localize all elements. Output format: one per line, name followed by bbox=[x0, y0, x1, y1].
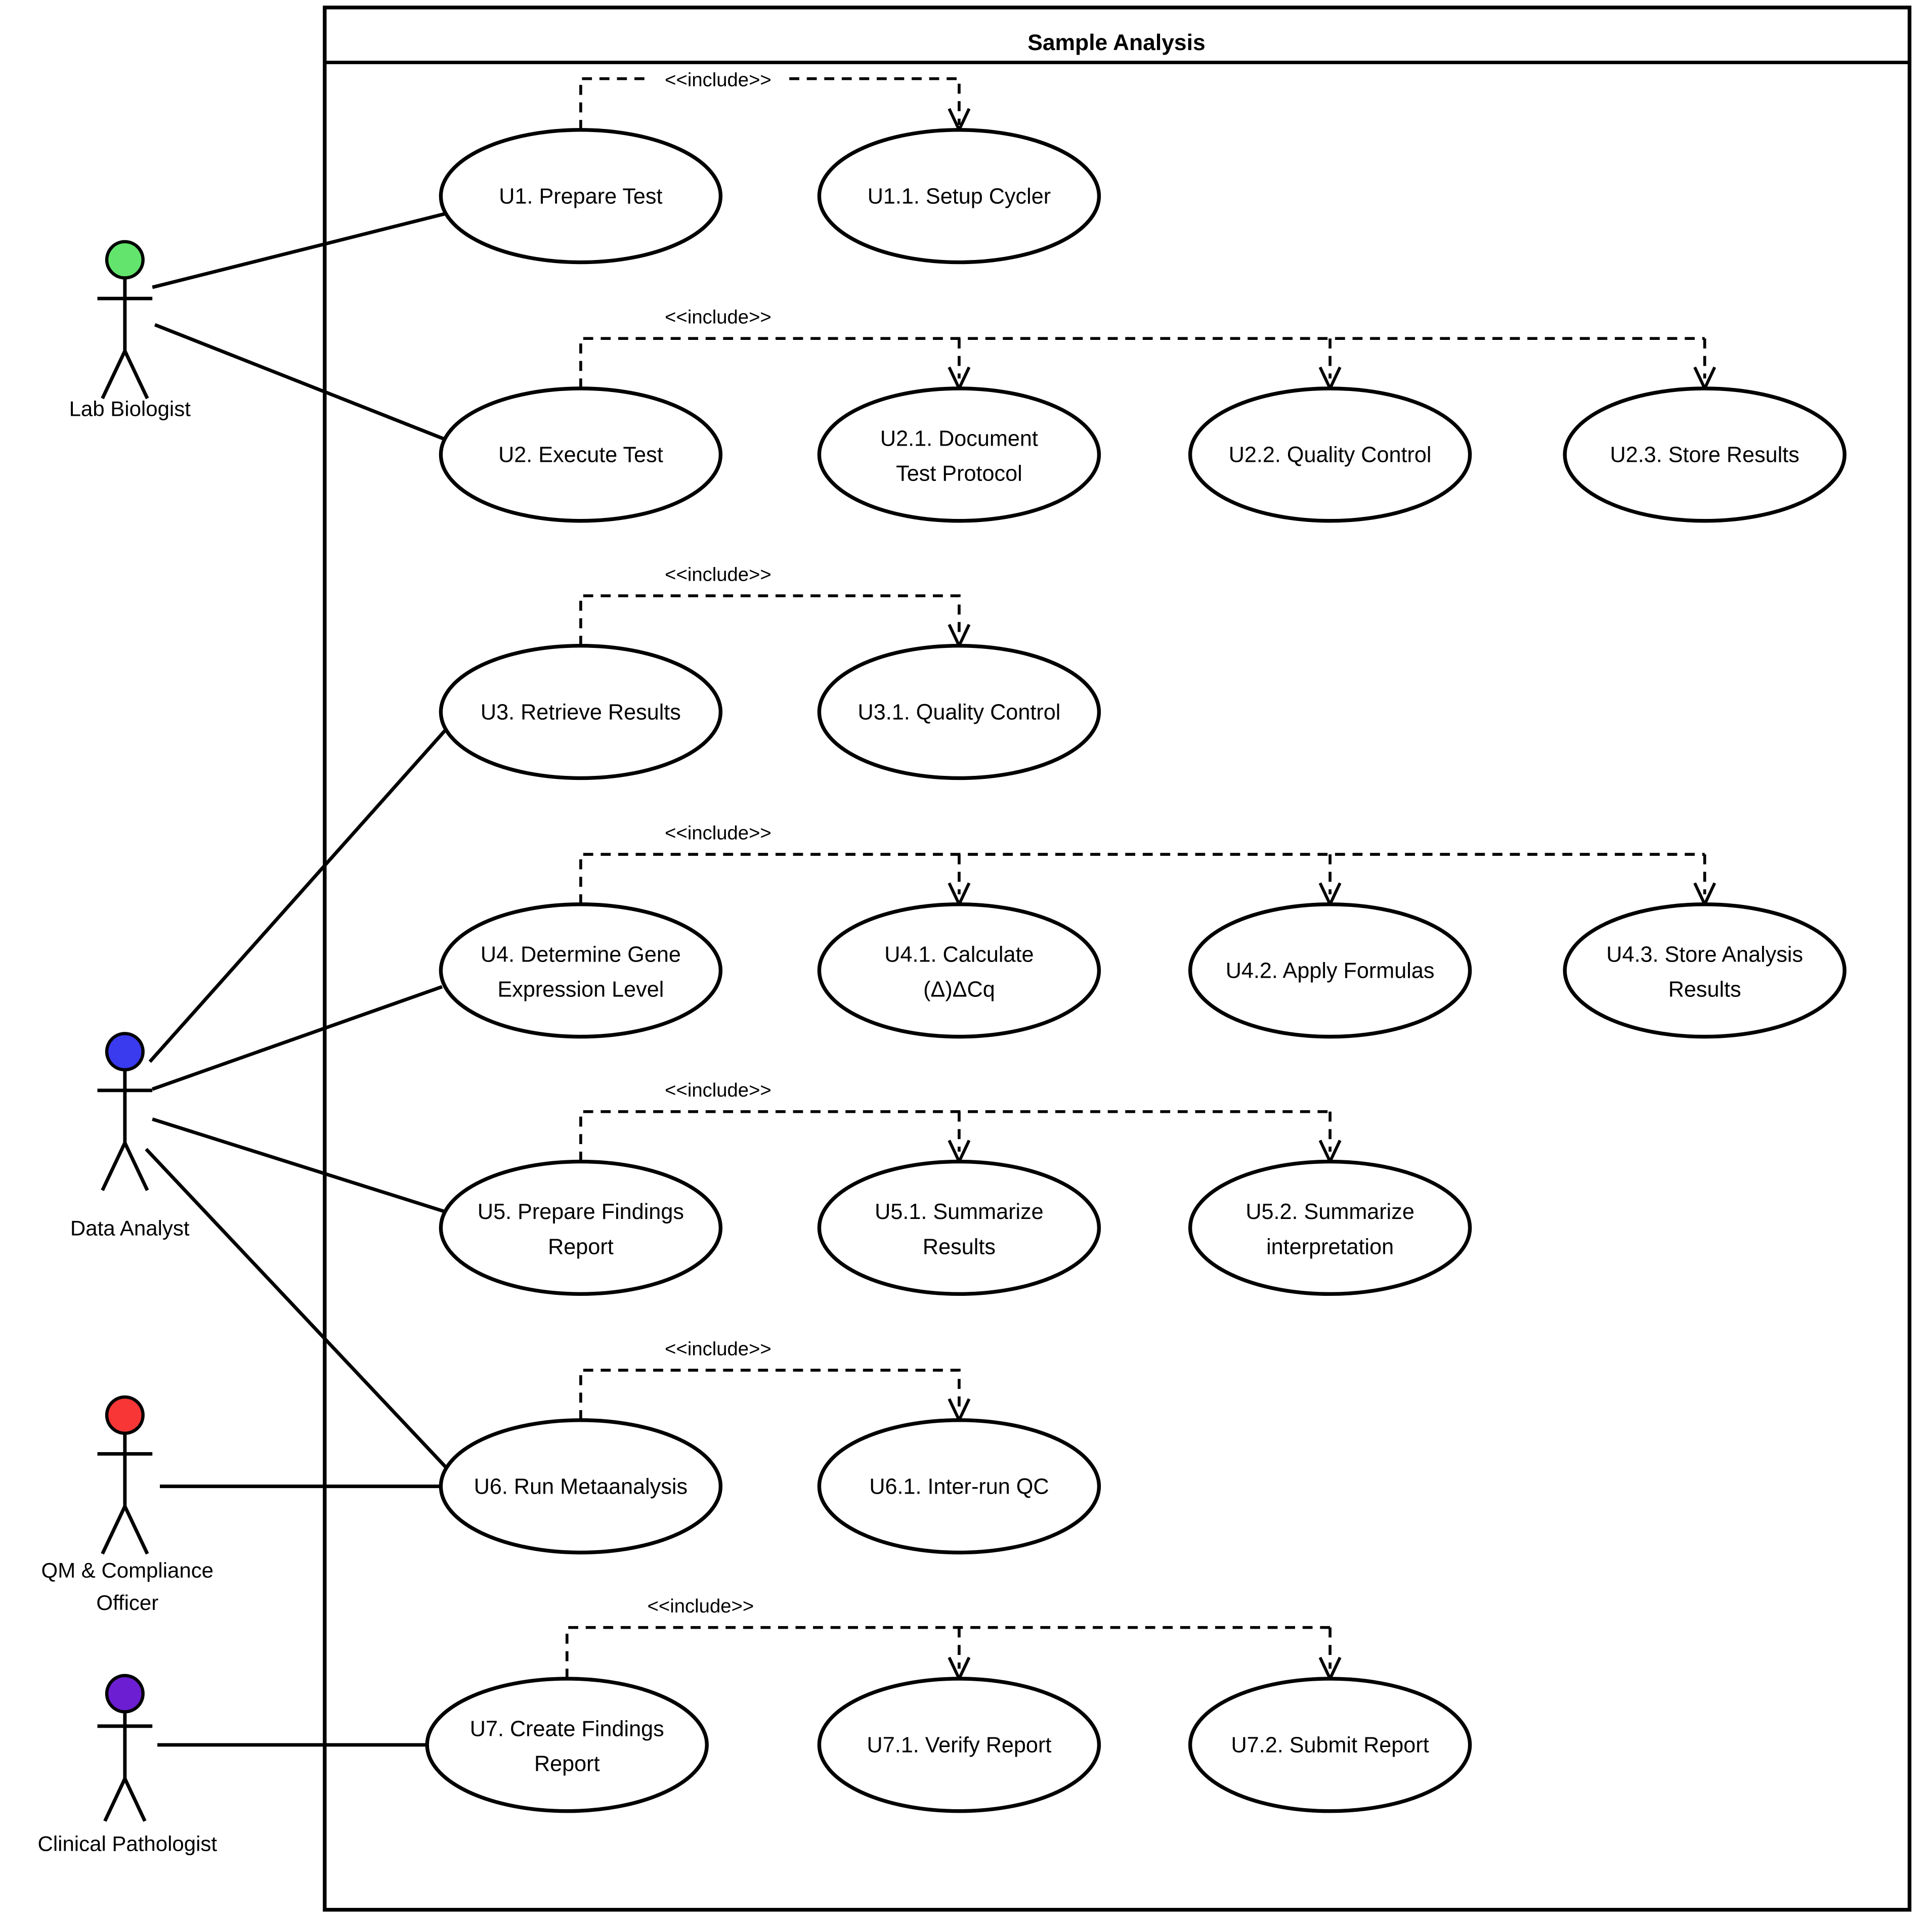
stick-figure-icon bbox=[97, 1432, 153, 1555]
usecase-u4: U4. Determine Gene Expression Level bbox=[439, 902, 723, 1039]
usecase-label-line1: U5.2. Summarize bbox=[1246, 1200, 1414, 1224]
usecase-label: U2.3. Store Results bbox=[1610, 443, 1799, 467]
usecase-label-line1: U5.1. Summarize bbox=[875, 1200, 1044, 1224]
usecase-u2.2: U2.2. Quality Control bbox=[1188, 386, 1472, 523]
actor-qm-compliance-officer: QM & Compliance Officer bbox=[41, 1395, 213, 1614]
association-data-analyst-u6 bbox=[145, 1148, 454, 1475]
include-label: <<include>> bbox=[665, 1079, 771, 1101]
usecase-u2.3: U2.3. Store Results bbox=[1563, 386, 1847, 523]
usecase-label-line2: Results bbox=[923, 1235, 996, 1259]
system-boundary bbox=[323, 6, 1912, 1912]
usecase-u7.2: U7.2. Submit Report bbox=[1188, 1677, 1472, 1813]
usecase-label-line2: Expression Level bbox=[498, 978, 664, 1002]
include-label: <<include>> bbox=[665, 307, 771, 328]
include-u5-group: <<include>> bbox=[579, 1079, 1342, 1165]
usecase-u2: U2. Execute Test bbox=[439, 386, 723, 523]
include-u6-u6.1: <<include>> bbox=[579, 1338, 971, 1424]
actor-data-analyst: Data Analyst bbox=[70, 1032, 190, 1240]
actor-label: Lab Biologist bbox=[69, 397, 191, 420]
usecase-label-line2: Report bbox=[548, 1235, 614, 1259]
actor-label-line1: QM & Compliance bbox=[41, 1558, 213, 1582]
usecase-label-line1: U4.3. Store Analysis bbox=[1606, 942, 1803, 967]
usecase-label: U2. Execute Test bbox=[498, 443, 663, 467]
usecase-label-line1: U4. Determine Gene bbox=[481, 942, 681, 967]
include-u3-u3.1: <<include>> bbox=[579, 563, 971, 649]
usecase-u4.2: U4.2. Apply Formulas bbox=[1188, 902, 1472, 1039]
usecase-label-line2: Test Protocol bbox=[896, 462, 1022, 486]
usecase-label: U1.1. Setup Cycler bbox=[868, 185, 1051, 209]
actor-head-icon bbox=[105, 1395, 145, 1435]
usecase-label: U6.1. Inter-run QC bbox=[869, 1474, 1049, 1499]
usecase-label: U3.1. Quality Control bbox=[858, 700, 1061, 724]
usecase-label-line2: interpretation bbox=[1266, 1235, 1394, 1259]
usecase-u2.1: U2.1. Document Test Protocol bbox=[817, 386, 1101, 523]
actor-label: Clinical Pathologist bbox=[38, 1832, 218, 1856]
association-data-analyst-u5 bbox=[152, 1117, 445, 1213]
usecase-label-line2: (Δ)ΔCq bbox=[923, 978, 995, 1002]
actor-lab-biologist: Lab Biologist bbox=[69, 240, 191, 420]
actor-head-icon bbox=[105, 240, 145, 280]
usecase-label-line1: U5. Prepare Findings bbox=[478, 1200, 684, 1224]
include-label: <<include>> bbox=[648, 1595, 754, 1617]
usecase-u4.3: U4.3. Store Analysis Results bbox=[1563, 902, 1847, 1039]
include-u4-group: <<include>> bbox=[579, 822, 1716, 908]
usecase-label-line1: U7. Create Findings bbox=[470, 1717, 664, 1741]
usecase-u5.1: U5.1. Summarize Results bbox=[817, 1159, 1101, 1296]
usecase-label: U6. Run Metaanalysis bbox=[474, 1474, 688, 1499]
actor-head-icon bbox=[105, 1032, 145, 1072]
usecase-u3: U3. Retrieve Results bbox=[439, 643, 723, 780]
include-label: <<include>> bbox=[665, 69, 771, 91]
actor-label: Data Analyst bbox=[70, 1216, 190, 1240]
association-lab-biologist-u2 bbox=[154, 323, 447, 442]
include-u2-group: <<include>> bbox=[579, 307, 1716, 392]
usecase-label-line2: Results bbox=[1668, 978, 1741, 1002]
actor-clinical-pathologist: Clinical Pathologist bbox=[38, 1674, 218, 1856]
actor-head-icon bbox=[105, 1674, 145, 1714]
usecase-u1.1: U1.1. Setup Cycler bbox=[817, 128, 1101, 265]
association-data-analyst-u3 bbox=[148, 727, 449, 1063]
usecase-u7.1: U7.1. Verify Report bbox=[817, 1677, 1101, 1813]
stick-figure-icon bbox=[97, 1711, 153, 1822]
usecase-u3.1: U3.1. Quality Control bbox=[817, 643, 1101, 780]
association-lab-biologist-u1 bbox=[152, 211, 447, 289]
include-label: <<include>> bbox=[665, 822, 771, 844]
usecase-label-line2: Report bbox=[534, 1752, 600, 1776]
usecase-label: U4.2. Apply Formulas bbox=[1226, 959, 1435, 983]
usecase-u7: U7. Create Findings Report bbox=[425, 1677, 709, 1813]
usecase-label: U1. Prepare Test bbox=[499, 185, 662, 209]
include-label: <<include>> bbox=[665, 563, 771, 585]
usecase-u1: U1. Prepare Test bbox=[439, 128, 723, 265]
usecase-u6.1: U6.1. Inter-run QC bbox=[817, 1418, 1101, 1555]
usecase-u6: U6. Run Metaanalysis bbox=[439, 1418, 723, 1555]
usecase-label: U2.2. Quality Control bbox=[1229, 443, 1432, 467]
association-data-analyst-u4 bbox=[152, 985, 443, 1091]
stick-figure-icon bbox=[97, 277, 153, 400]
include-label: <<include>> bbox=[665, 1338, 771, 1360]
usecase-label: U7.1. Verify Report bbox=[867, 1733, 1052, 1758]
usecase-u4.1: U4.1. Calculate (Δ)ΔCq bbox=[817, 902, 1101, 1039]
include-u7-group: <<include>> bbox=[565, 1595, 1342, 1682]
usecase-label: U7.2. Submit Report bbox=[1231, 1733, 1429, 1758]
actor-label-line2: Officer bbox=[96, 1591, 158, 1614]
diagram-title: Sample Analysis bbox=[1027, 30, 1206, 55]
usecase-label-line1: U2.1. Document bbox=[880, 427, 1038, 451]
usecase-label: U3. Retrieve Results bbox=[481, 700, 681, 724]
usecase-label-line1: U4.1. Calculate bbox=[884, 942, 1034, 967]
usecase-u5.2: U5.2. Summarize interpretation bbox=[1188, 1159, 1472, 1296]
include-u1-u1.1: <<include>> bbox=[579, 69, 971, 134]
usecase-u5: U5. Prepare Findings Report bbox=[439, 1159, 723, 1296]
stick-figure-icon bbox=[97, 1069, 153, 1191]
